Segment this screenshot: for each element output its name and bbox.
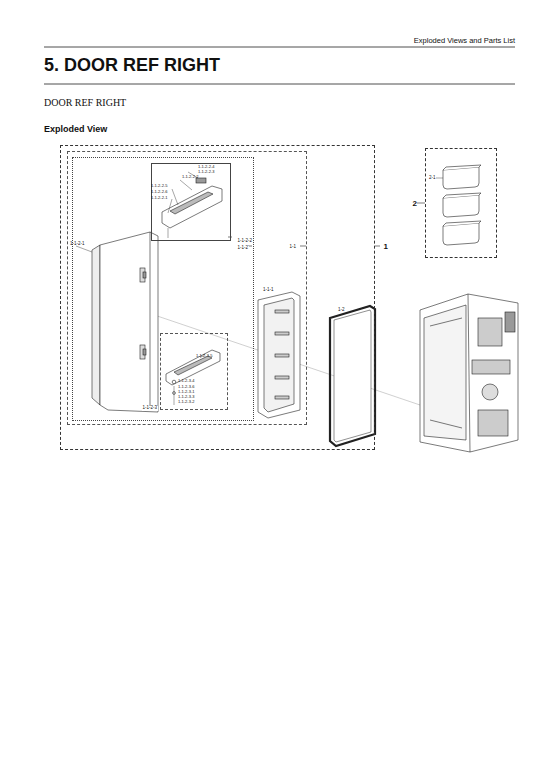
callout-number: 2	[412, 200, 417, 208]
group-box: 2	[425, 148, 497, 258]
group-box: 11-11-1-21-1-2-21-1-2-3	[60, 145, 375, 450]
part-number: 1-1-2-2-1	[151, 196, 167, 200]
leader-line	[248, 246, 252, 247]
callout-number: 1-1	[289, 245, 297, 250]
part-number: 1-1-2-3-2	[178, 400, 194, 404]
heading-text: Exploded View	[44, 125, 107, 134]
part-number: 1-1-2-2-4	[198, 165, 214, 169]
part-number: 1-1-2-2-5	[151, 184, 167, 188]
title-rule	[44, 84, 515, 85]
cap-assembly	[166, 350, 220, 405]
door-panel	[76, 232, 158, 412]
part-number: 1-1-2-2-2	[182, 175, 198, 179]
door-liner	[258, 292, 300, 418]
part-number: 1-1-2-3-4	[178, 379, 194, 383]
heading-text: Exploded Views and Parts List	[414, 37, 515, 45]
leader-line	[300, 246, 306, 247]
part-number: 1-1-2-3-5	[196, 354, 212, 358]
part-number: 1-1-2-2-6	[151, 190, 167, 194]
part-number: 1-2	[338, 308, 345, 313]
page-title: 5. DOOR REF RIGHT	[44, 56, 220, 74]
part-number: 1-1-1	[263, 288, 274, 293]
part-number: 1-1-2-2-3	[198, 170, 214, 174]
heading-text: DOOR REF RIGHT	[44, 98, 126, 108]
callout-number: 1-1-2	[237, 246, 249, 251]
leader-line	[417, 203, 425, 204]
leader-line	[228, 237, 232, 238]
callout-number: 1-1-2-2	[237, 239, 253, 244]
leader-line	[375, 246, 380, 247]
part-number: 1-1-2-3-3	[178, 395, 194, 399]
hinge-bracket	[140, 268, 146, 359]
part-number: 2-1	[429, 176, 436, 181]
cap-assembly	[162, 172, 222, 238]
header-rule	[44, 47, 515, 48]
door-gasket	[330, 306, 375, 446]
door-bin	[436, 165, 481, 245]
part-number: 1-1-2-3-6	[178, 385, 194, 389]
part-number: 1-1-2-1	[70, 242, 85, 247]
callout-number: 1-1-2-3	[142, 406, 158, 411]
callout-number: 1	[383, 243, 388, 251]
refrigerator	[420, 294, 518, 452]
part-number: 1-1-2-3-1	[178, 390, 194, 394]
